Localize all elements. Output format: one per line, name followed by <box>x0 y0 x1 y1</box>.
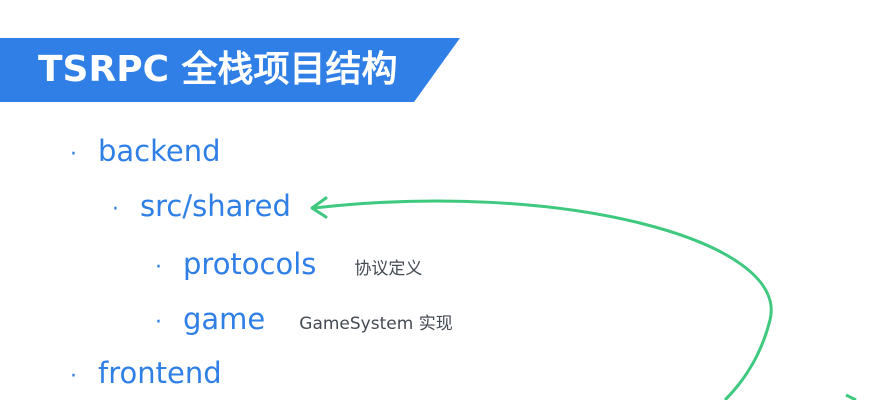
bullet: · <box>112 197 119 222</box>
bullet: · <box>70 364 77 389</box>
page-title: TSRPC 全栈项目结构 <box>38 49 398 90</box>
bullet: · <box>70 142 77 167</box>
tree-label-src-shared: src/shared <box>140 189 291 223</box>
bullet: · <box>155 255 162 280</box>
tree-item-protocols: · protocols 协议定义 <box>155 247 422 281</box>
tree-note-protocols: 协议定义 <box>354 259 423 279</box>
title-banner-shape <box>0 38 460 102</box>
title-banner: TSRPC 全栈项目结构 <box>0 38 460 102</box>
tree-label-backend: backend <box>98 134 221 168</box>
tree-label-game: game <box>183 302 266 336</box>
arrowhead-icon <box>310 196 328 219</box>
arrow-tail-fragment <box>845 393 857 400</box>
tree-item-frontend: · frontend <box>70 356 222 390</box>
tree-label-frontend: frontend <box>98 356 222 390</box>
tree-item-game: · game GameSystem 实现 <box>155 302 453 336</box>
tree-note-game: GameSystem 实现 <box>299 314 453 334</box>
reference-arrow-curve <box>313 199 773 400</box>
tree-item-src-shared: · src/shared <box>112 189 291 223</box>
tree-item-backend: · backend <box>70 134 221 168</box>
bullet: · <box>155 310 162 335</box>
tree-label-protocols: protocols <box>183 247 317 281</box>
